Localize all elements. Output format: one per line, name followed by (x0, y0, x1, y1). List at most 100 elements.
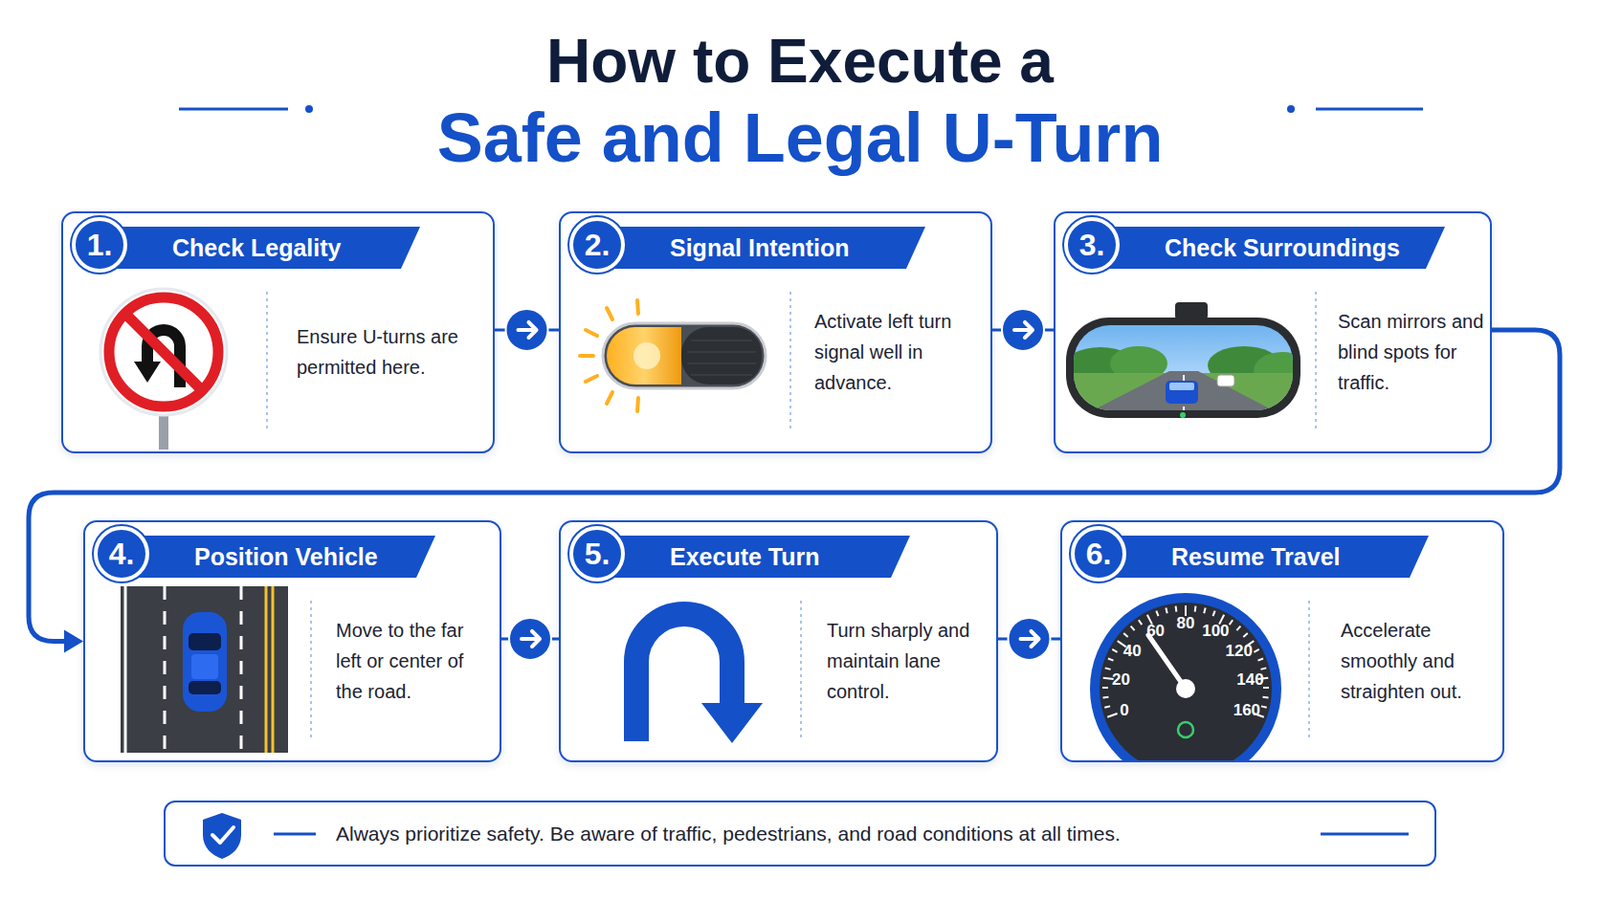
turn-signal-lamp (602, 323, 766, 389)
turn-signal-lamp (690, 339, 753, 342)
card-divider (789, 291, 792, 431)
title-decoration (305, 105, 313, 113)
gauge-tick (1104, 706, 1111, 708)
road-illustration (265, 586, 268, 754)
rear-view-mirror (1073, 373, 1293, 411)
gauge-tick (1261, 706, 1267, 708)
title-decoration (1287, 105, 1295, 113)
gauge-tick (1257, 658, 1264, 661)
step-description: Move to the far left or center of the ro… (335, 615, 489, 708)
flow-connector (992, 309, 1054, 352)
gauge-tick (1263, 687, 1269, 689)
step-card: Signal Intention2.Activate left turn sig… (558, 211, 993, 454)
turn-signal-lamp (633, 342, 661, 370)
gauge-tick (1107, 713, 1117, 718)
step-description: Activate left turn signal well in advanc… (814, 306, 979, 399)
step-number: 5. (569, 526, 625, 582)
gauge-number: 120 (1225, 643, 1253, 661)
road-illustration (271, 586, 275, 754)
step-heading: Resume Travel (1100, 535, 1429, 578)
turn-signal-lamp (585, 330, 598, 336)
gauge-number: 160 (1233, 702, 1261, 720)
rear-view-mirror (1179, 412, 1186, 419)
turn-signal-lamp (579, 354, 594, 358)
rear-view-mirror (1110, 346, 1168, 381)
no-u-turn-sign (100, 288, 227, 416)
gauge-tick (1165, 607, 1167, 614)
flow-connector (494, 309, 559, 352)
step-heading: Signal Intention (599, 226, 926, 269)
title-text: Safe and Legal U-Turn (0, 97, 1600, 178)
card-divider (266, 291, 268, 431)
step-card: Check Legality1.Ensure U-turns are permi… (61, 211, 495, 454)
step-heading: Execute Turn (599, 535, 911, 578)
u-turn-arrow (636, 614, 763, 744)
flow-connector (1031, 631, 1040, 647)
step-number: 3. (1064, 217, 1120, 273)
turn-signal-lamp (687, 351, 756, 354)
flow-connector (518, 328, 536, 333)
gauge-number: 60 (1146, 622, 1165, 641)
turn-signal-lamp (585, 376, 598, 382)
gauge-tick (1111, 649, 1117, 653)
turn-signal-lamp (637, 300, 639, 314)
title-decoration (1315, 108, 1423, 112)
no-u-turn-sign (125, 313, 202, 391)
step-heading: Check Legality (101, 226, 421, 269)
turn-signal-lamp (579, 300, 766, 412)
speedometer (1148, 635, 1186, 689)
flow-connector (1014, 328, 1032, 333)
step-card: Execute Turn5.Turn sharply and maintain … (558, 520, 999, 763)
gauge-tick (1213, 611, 1216, 618)
speedometer (1089, 593, 1282, 761)
rear-view-mirror (1169, 382, 1195, 391)
road-illustration (120, 586, 289, 754)
card-divider (800, 600, 802, 740)
card-divider (266, 291, 1316, 740)
step-description: Accelerate smoothly and straighten out. (1340, 615, 1494, 708)
safety-note-text: Always prioritize safety. Be aware of tr… (335, 822, 1121, 846)
gauge-tick (1138, 620, 1142, 625)
turn-signal-lamp (687, 340, 756, 376)
gauge-number: 20 (1111, 671, 1131, 689)
rear-view-mirror (1253, 352, 1293, 391)
gauge-tick (1102, 687, 1109, 689)
u-turn-arrow (701, 703, 763, 744)
speedometer (1102, 605, 1269, 718)
no-u-turn-sign (109, 297, 219, 407)
step-heading: Position Vehicle (123, 535, 436, 578)
rear-view-mirror (1207, 346, 1281, 385)
rear-view-mirror (1066, 317, 1301, 419)
gauge-number: 0 (1119, 702, 1129, 720)
gauge-tick (1175, 606, 1178, 613)
step-card: Check Surroundings3. Scan mirrors and bli… (1053, 211, 1492, 454)
no-u-turn-sign (133, 361, 161, 383)
flow-connector (1021, 637, 1039, 642)
safety-note-box: Always prioritize safety. Be aware of tr… (163, 800, 1437, 867)
step-description: Scan mirrors and blind spots for traffic… (1337, 306, 1487, 399)
flow-connector (64, 630, 84, 654)
flow-connector (521, 637, 539, 642)
gauge-tick (1194, 606, 1198, 613)
step-card: Position Vehicle4. Move to the far left o… (83, 520, 502, 763)
flow-connector (28, 330, 1560, 643)
flow-connector (1008, 618, 1051, 661)
gauge-tick (1123, 633, 1128, 638)
gauge-tick (1253, 649, 1259, 653)
flow-connector (529, 322, 537, 338)
gauge-tick (1263, 696, 1269, 700)
rear-view-mirror (1073, 325, 1293, 411)
step-heading: Check Surroundings (1093, 226, 1445, 269)
footer-dash (273, 833, 316, 837)
flow-connector (494, 328, 559, 332)
step-number: 4. (93, 526, 150, 582)
gauge-tick (1236, 626, 1241, 632)
card-divider (1308, 600, 1311, 740)
safety-shield (212, 827, 234, 844)
rear-view-mirror (1092, 371, 1273, 411)
speedometer (1099, 602, 1272, 761)
flow-connector (501, 618, 559, 661)
rear-view-mirror (1073, 325, 1293, 411)
turn-signal-lamp (606, 327, 682, 385)
card-divider (310, 600, 312, 740)
